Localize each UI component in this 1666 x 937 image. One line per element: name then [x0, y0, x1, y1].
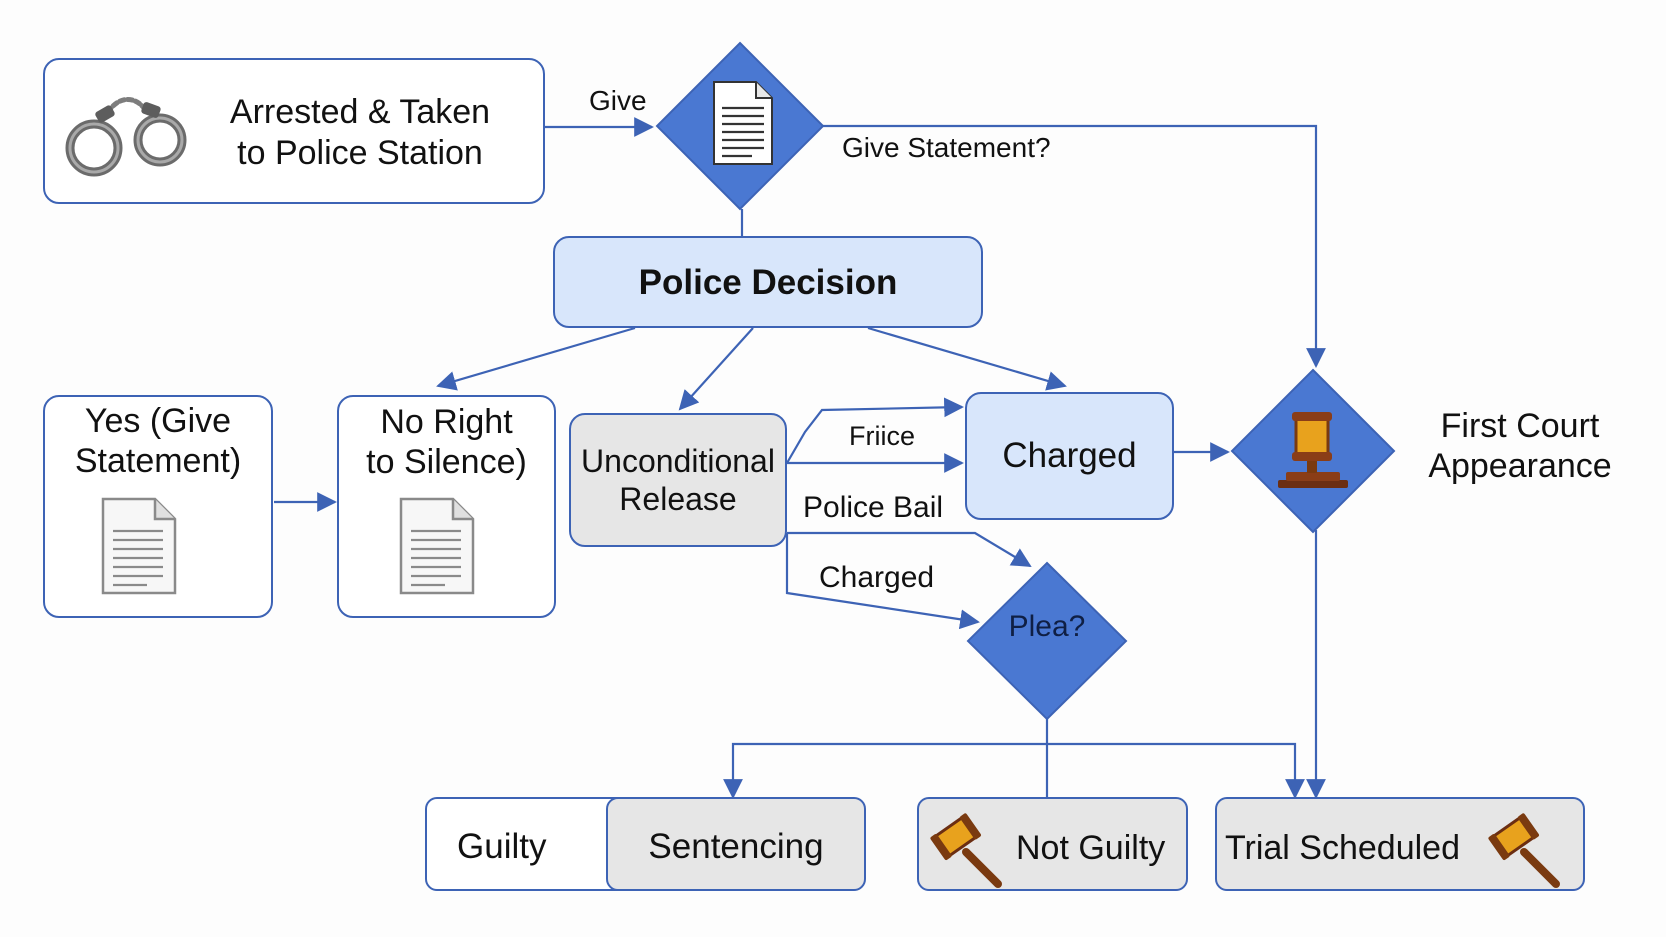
- edge-release-to-bail: [787, 531, 1032, 568]
- trial-scheduled-label: Trial Scheduled: [1225, 829, 1460, 867]
- not-guilty-label: Not Guilty: [1016, 829, 1166, 867]
- edge-label-charged: Charged: [819, 561, 935, 594]
- unconditional-label-line2: Release: [619, 481, 737, 517]
- edge-plea-to-sentencing: [723, 742, 1047, 799]
- police-decision-label: Police Decision: [638, 263, 898, 302]
- document-icon: [713, 81, 773, 165]
- unconditional-release-box: [569, 413, 787, 547]
- edge-friice-to-charged: [786, 397, 964, 464]
- police-decision-box: [553, 236, 983, 328]
- edge-decision-to-charged: [867, 326, 1067, 391]
- arrested-label-line2: to Police Station: [237, 134, 483, 172]
- edge-label-police-bail: Police Bail: [803, 491, 944, 524]
- no-right-label-line2: to Silence): [366, 443, 527, 481]
- edge-decision-to-no-right: [436, 326, 636, 391]
- edge-label-friice: Friice: [849, 421, 915, 451]
- first-court-label-line1: First Court: [1440, 407, 1600, 445]
- arrested-box: [43, 58, 545, 204]
- edge-release-to-plea: [785, 533, 980, 630]
- plea-diamond: [966, 561, 1128, 721]
- sentencing-box: [606, 797, 866, 891]
- charged-box: [965, 392, 1174, 520]
- unconditional-label-line1: Unconditional: [581, 443, 775, 479]
- edge-label-give: Give: [589, 85, 647, 116]
- gavel-icon: [1488, 813, 1560, 888]
- document-icon: [399, 497, 475, 595]
- no-right-label-line1: No Right: [380, 403, 513, 441]
- document-icon: [101, 497, 177, 595]
- charged-box-label: Charged: [1002, 436, 1137, 475]
- yes-give-label-line1: Yes (Give: [84, 402, 232, 440]
- guilty-label: Guilty: [457, 827, 547, 866]
- handcuffs-icon: [65, 97, 187, 177]
- first-court-label-line2: Appearance: [1428, 447, 1612, 485]
- gavel-icon: [930, 813, 1002, 888]
- sentencing-label: Sentencing: [648, 827, 824, 866]
- edge-label-give-statement: Give Statement?: [842, 132, 1051, 163]
- gavel-icon: [1278, 412, 1348, 488]
- edge-give-to-first-court: [820, 124, 1326, 368]
- not-guilty-box: [917, 797, 1188, 891]
- plea-label: Plea?: [1008, 610, 1086, 643]
- edge-plea-to-trial: [1047, 742, 1305, 799]
- edge-decision-to-unconditional: [678, 327, 754, 411]
- yes-give-label-line2: Statement): [74, 442, 242, 480]
- arrested-label-line1: Arrested & Taken: [229, 93, 491, 131]
